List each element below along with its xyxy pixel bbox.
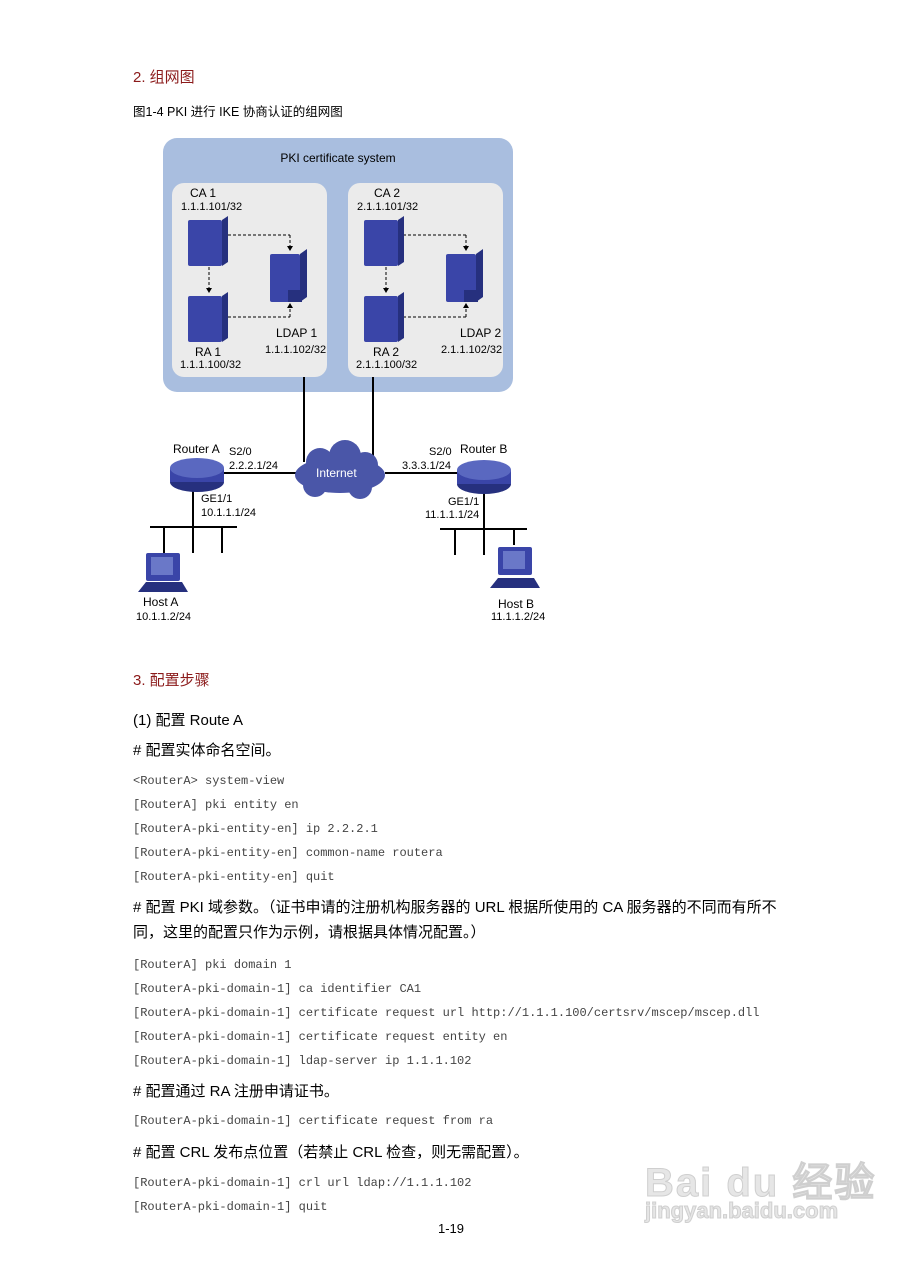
host-b-pc-icon bbox=[490, 547, 540, 588]
router-b-ge-ip: 11.1.1.1/24 bbox=[425, 509, 480, 521]
ra2-server-icon bbox=[364, 292, 404, 342]
router-a-s-if: S2/0 bbox=[229, 446, 252, 458]
router-a-s-ip: 2.2.2.1/24 bbox=[229, 460, 278, 472]
router-a-label: Router A bbox=[173, 442, 220, 456]
step-title: (1) 配置 Route A bbox=[133, 712, 244, 729]
ldap2-label: LDAP 2 bbox=[460, 326, 502, 340]
host-a-label: Host A bbox=[143, 595, 179, 609]
code-line: [RouterA-pki-domain-1] certificate reque… bbox=[133, 1030, 508, 1044]
code-line: [RouterA-pki-entity-en] ip 2.2.2.1 bbox=[133, 822, 378, 836]
ra2-label: RA 2 bbox=[373, 345, 400, 359]
code-line: <RouterA> system-view bbox=[133, 774, 285, 788]
ldap1-label: LDAP 1 bbox=[276, 326, 318, 340]
note: # 配置 PKI 域参数。（证书申请的注册机构服务器的 URL 根据所使用的 C… bbox=[133, 899, 777, 916]
code-line: [RouterA-pki-domain-1] certificate reque… bbox=[133, 1006, 760, 1020]
code-line: [RouterA-pki-domain-1] ca identifier CA1 bbox=[133, 982, 422, 996]
ra1-label: RA 1 bbox=[195, 345, 222, 359]
code-line: [RouterA-pki-domain-1] certificate reque… bbox=[133, 1114, 494, 1128]
section-heading: 2. 组网图 bbox=[133, 69, 195, 86]
code-line: [RouterA-pki-domain-1] ldap-server ip 1.… bbox=[133, 1054, 472, 1068]
ca2-server-icon bbox=[364, 216, 404, 266]
code-line: [RouterA] pki domain 1 bbox=[133, 958, 292, 972]
code-line: [RouterA-pki-entity-en] quit bbox=[133, 870, 335, 884]
page-number: 1-19 bbox=[438, 1221, 465, 1236]
code-line: [RouterA-pki-entity-en] common-name rout… bbox=[133, 846, 443, 860]
pki-system-label: PKI certificate system bbox=[280, 151, 396, 165]
note: # 配置通过 RA 注册申请证书。 bbox=[133, 1083, 339, 1100]
internet-cloud-icon bbox=[295, 440, 385, 499]
code-line: [RouterA-pki-domain-1] quit bbox=[133, 1200, 328, 1214]
ra1-server-icon bbox=[188, 292, 228, 342]
host-b-ip: 11.1.1.2/24 bbox=[491, 611, 546, 623]
router-b-label: Router B bbox=[460, 442, 508, 456]
router-b-s-ip: 3.3.3.1/24 bbox=[402, 460, 451, 472]
figure-caption: 图1-4 PKI 进行 IKE 协商认证的组网图 bbox=[133, 105, 343, 119]
host-a-pc-icon bbox=[138, 553, 188, 592]
ldap2-server-icon bbox=[446, 249, 483, 302]
network-diagram: PKI certificate system CA 1 1.1.1.101/32… bbox=[136, 138, 546, 623]
ca2-ip: 2.1.1.101/32 bbox=[357, 201, 419, 213]
ra1-ip: 1.1.1.100/32 bbox=[180, 359, 242, 371]
ra2-ip: 2.1.1.100/32 bbox=[356, 359, 418, 371]
ca1-server-icon bbox=[188, 216, 228, 266]
ldap2-ip: 2.1.1.102/32 bbox=[441, 344, 503, 356]
note: # 配置 CRL 发布点位置（若禁止 CRL 检查，则无需配置）。 bbox=[133, 1144, 529, 1161]
code-line: [RouterA] pki entity en bbox=[133, 798, 299, 812]
router-b-ge-if: GE1/1 bbox=[448, 496, 480, 508]
internet-label: Internet bbox=[316, 466, 357, 480]
router-b-s-if: S2/0 bbox=[429, 446, 452, 458]
router-b-icon bbox=[457, 460, 511, 494]
router-a-icon bbox=[170, 458, 224, 492]
code-line: [RouterA-pki-domain-1] crl url ldap://1.… bbox=[133, 1176, 472, 1190]
ca1-label: CA 1 bbox=[190, 186, 217, 200]
host-a-ip: 10.1.1.2/24 bbox=[136, 611, 192, 623]
ca1-ip: 1.1.1.101/32 bbox=[181, 201, 243, 213]
section-heading: 3. 配置步骤 bbox=[133, 672, 210, 689]
note: # 配置实体命名空间。 bbox=[133, 742, 281, 759]
ca2-label: CA 2 bbox=[374, 186, 401, 200]
router-a-ge-if: GE1/1 bbox=[201, 493, 233, 505]
note: 同，这里的配置只作为示例，请根据具体情况配置。） bbox=[133, 924, 486, 941]
ldap1-ip: 1.1.1.102/32 bbox=[265, 344, 327, 356]
host-b-label: Host B bbox=[498, 597, 535, 611]
router-a-ge-ip: 10.1.1.1/24 bbox=[201, 507, 257, 519]
ldap1-server-icon bbox=[270, 249, 307, 302]
